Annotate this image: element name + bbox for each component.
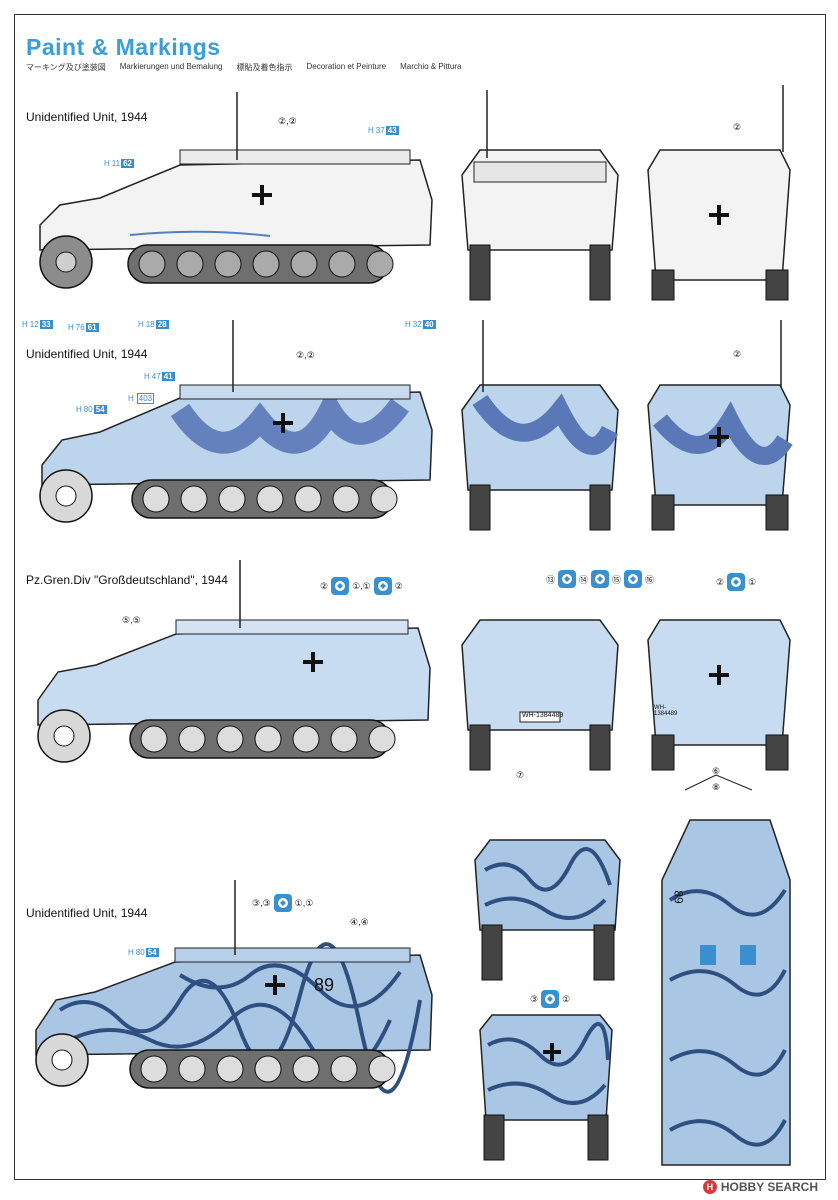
row2-rear-marking-callout: ② [733,349,742,359]
row4-top-view [661,819,791,1166]
row1-unit-label: Unidentified Unit, 1944 [26,110,148,124]
front-marking-15: ⑮ [612,574,622,585]
hobby-search-watermark: H HOBBY SEARCH [702,1180,818,1194]
row4-rear-view [479,1014,613,1161]
row3-front-plate: WH-1384489 [522,712,564,719]
row4-gun-marking-callout: ④,④ [350,917,369,927]
row3-side-view [37,560,431,763]
row2-unit-label: Unidentified Unit, 1944 [26,347,148,361]
row1-side-view [39,92,433,289]
decal-icon [591,570,610,588]
decal-icon [373,577,392,595]
row4-top-markings: ③,③ [252,897,271,908]
row3-decal-callouts: ② ①,① ② [320,577,403,595]
decal-icon [331,577,350,595]
watermark-text: HOBBY SEARCH [720,1180,818,1194]
row2-rear-view [647,320,793,531]
subtitle-japanese: マーキング及び塗装図 [26,63,106,72]
row3-front-bottom-marking: ⑦ [516,770,525,780]
row1-rear-marking-callout: ② [733,122,742,132]
row1-marking-callout: ②,② [278,116,297,126]
decal-icon [727,573,746,591]
row3-rear-decal-callouts: ② ① [716,573,756,591]
subtitle-row: マーキング及び塗装図 Markierungen und Bemalung 標貼及… [26,62,461,73]
page-title: Paint & Markings [26,34,221,60]
row4-rear-marking: ③ [530,993,539,1004]
row2-front-view [461,320,619,531]
hobby-search-logo-icon: H [702,1180,717,1194]
front-marking-13: ⑬ [546,574,556,585]
subtitle-italian: Marchio & Pittura [400,62,462,71]
row3-turret-marking: ② [320,580,329,591]
row1-rear-view [647,85,791,301]
row4-side-view [35,880,433,1094]
decal-icon [273,894,292,912]
row3-front-view [461,619,619,771]
row2-marking-callout: ②,② [296,350,315,360]
subtitle-chinese: 標貼及着色指示 [236,63,293,72]
row2-side-view [39,320,433,523]
row4-decal-text: ①,① [294,897,314,908]
row3-decal-1-text: ①,① [352,580,371,591]
rear-marking-2: ② [716,576,725,587]
row3-rear-view [647,619,791,791]
row1-front-view [461,90,619,301]
row4-rear-decal-callouts: ③ ① [530,990,570,1008]
subtitle-german: Markierungen und Bemalung [119,62,223,71]
row3-rear-bottom-marking-6: ⑥ [712,766,721,776]
row3-decal-2-text: ② [394,580,403,591]
subtitle-french: Decoration et Peinture [306,62,387,71]
row3-rear-plate: WH-1384489 [654,705,678,717]
front-marking-14: ⑭ [579,574,589,585]
row4-unit-label: Unidentified Unit, 1944 [26,906,148,920]
row3-rear-bottom-marking-8: ⑧ [712,782,721,792]
front-marking-16: ⑯ [645,574,655,585]
row4-top-decal-callouts: ③,③ ①,① [252,894,313,912]
rear-decal-text: ① [748,576,757,587]
decal-icon [624,570,643,588]
row4-top-view-number: 89 [671,890,686,904]
row4-rear-decal-text: ① [562,993,571,1004]
page-border [14,14,826,1180]
row4-hull-number: 89 [314,975,335,995]
row3-front-decal-callouts: ⑬ ⑭ ⑮ ⑯ [546,570,654,588]
decal-icon [558,570,577,588]
row4-front-view [474,839,621,981]
decal-icon [541,990,560,1008]
row3-unit-label: Pz.Gren.Div "Großdeutschland", 1944 [26,573,228,587]
row3-side-marking-callout: ⑤,⑤ [122,615,141,625]
